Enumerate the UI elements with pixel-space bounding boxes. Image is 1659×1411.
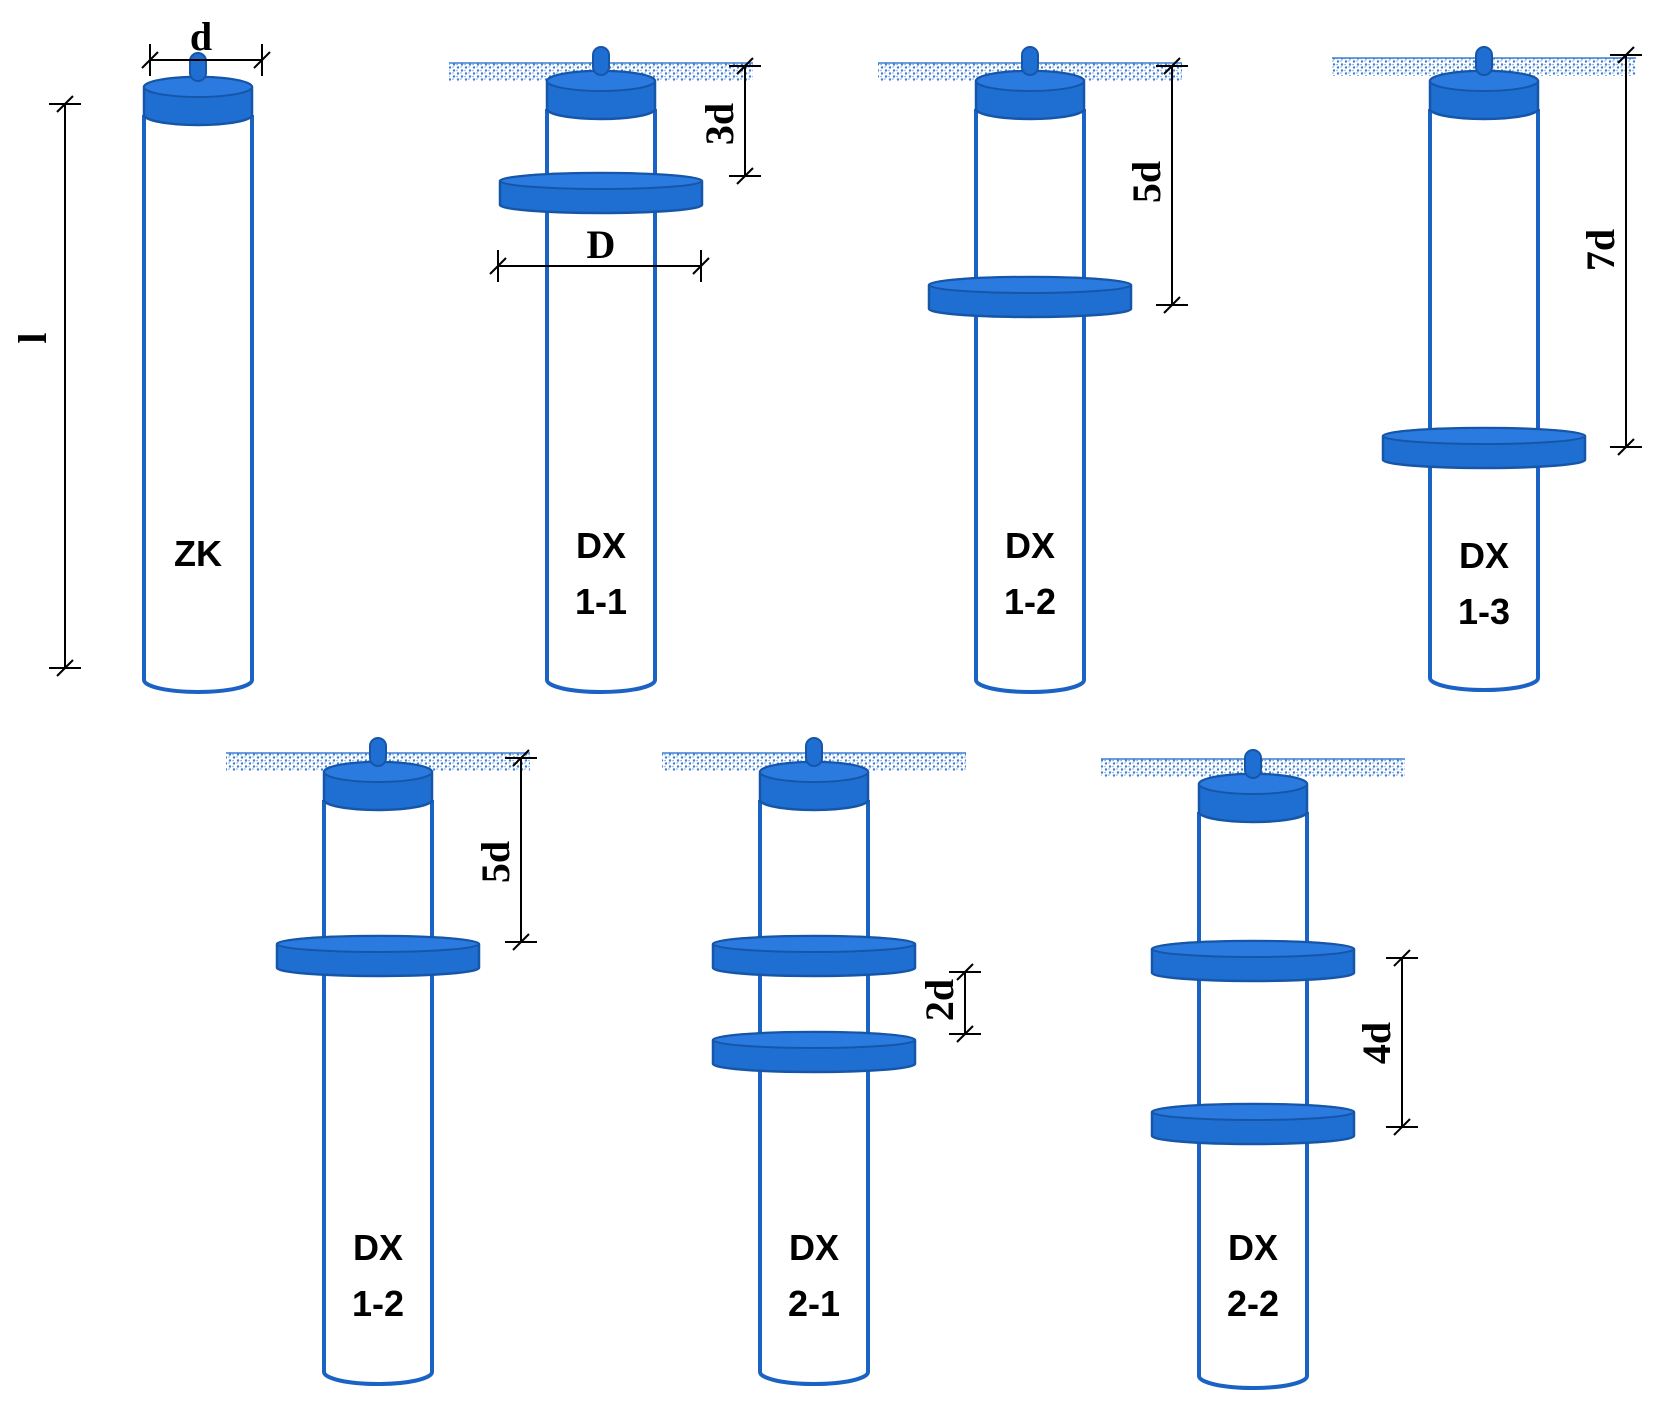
pile-dx-1-3: DX 1-3 7d <box>1332 46 1642 692</box>
dimension-label: 3d <box>697 103 742 145</box>
pile-zk: ZK <box>142 52 254 694</box>
diameter-dimension-tick <box>141 51 159 69</box>
bearing-plate-top <box>1151 940 1355 958</box>
pile-label: DX 2-1 <box>788 1227 840 1324</box>
bearing-plate-top <box>1151 1103 1355 1121</box>
pile-label-line: 1-2 <box>352 1283 404 1324</box>
bearing-plate-top <box>499 172 703 190</box>
plate-diameter-tick <box>489 257 507 275</box>
bearing-plate-top <box>928 276 1132 294</box>
pile-label-line: DX <box>576 525 626 566</box>
pile-shaft <box>974 109 1086 694</box>
dimension-tick <box>1163 57 1181 75</box>
pile-dx-2-2: DX 2-2 4d <box>1101 749 1418 1390</box>
bearing-plate-top <box>1382 427 1586 445</box>
bearing-plate-top <box>712 1031 916 1049</box>
length-dimension-tick <box>56 95 74 113</box>
pile-label: DX 1-2 <box>1004 525 1056 622</box>
pile-head-stub <box>592 46 610 76</box>
dimension-tick <box>736 57 754 75</box>
pile-dx-1-2-bottom: DX 1-2 5d <box>226 737 537 1386</box>
length-dimension-tick <box>56 659 74 677</box>
pile-label-line: 2-2 <box>1227 1283 1279 1324</box>
diameter-label: d <box>190 14 212 59</box>
pile-label-line: 1-1 <box>575 581 627 622</box>
dimension-tick <box>956 1025 974 1043</box>
dimension-tick <box>1617 438 1635 456</box>
pile-label: DX 2-2 <box>1227 1227 1279 1324</box>
pile-dx-1-2-top: DX 1-2 5d <box>878 46 1188 694</box>
pile-head-stub <box>1021 46 1039 76</box>
pile-shaft <box>1428 109 1540 692</box>
pile-head-stub <box>1475 46 1493 76</box>
pile-head-stub <box>805 737 823 767</box>
length-label: l <box>10 332 55 343</box>
pile-label-line: 2-1 <box>788 1283 840 1324</box>
plate-diameter-label: D <box>587 222 616 267</box>
pile-label: ZK <box>174 533 222 574</box>
dimension-tick <box>1617 46 1635 64</box>
dimension-label: 4d <box>1354 1022 1399 1064</box>
dimension-label: 2d <box>917 979 962 1021</box>
zk-dimensions: ld <box>10 14 271 677</box>
pile-head-stub <box>369 737 387 767</box>
dimension-tick <box>1393 1118 1411 1136</box>
pile-head-stub <box>1244 749 1262 779</box>
plate-diameter-tick <box>692 257 710 275</box>
plate-diameter-dimension: D <box>489 222 710 282</box>
dimension-tick <box>956 963 974 981</box>
pile-label: DX 1-3 <box>1458 535 1510 632</box>
bearing-plate-top <box>712 935 916 953</box>
pile-label-line: DX <box>789 1227 839 1268</box>
pile-label: DX 1-2 <box>352 1227 404 1324</box>
pile-shaft <box>142 115 254 694</box>
pile-label-line: DX <box>1228 1227 1278 1268</box>
dimension-label: 5d <box>1124 161 1169 203</box>
pile-label-line: DX <box>1005 525 1055 566</box>
dimension-tick <box>512 933 530 951</box>
pile-dx-1-1: DX 1-1 3d <box>449 46 761 694</box>
pile-label-line: DX <box>1459 535 1509 576</box>
pile-label-line: 1-3 <box>1458 591 1510 632</box>
dimension-label: 7d <box>1578 229 1623 271</box>
bearing-plate-top <box>276 935 480 953</box>
dimension-tick <box>1393 949 1411 967</box>
pile-label-line: 1-2 <box>1004 581 1056 622</box>
pile-shaft <box>545 109 657 694</box>
pile-label-line: DX <box>353 1227 403 1268</box>
pile-dx-2-1: DX 2-1 2d <box>662 737 981 1386</box>
dimension-tick <box>1163 296 1181 314</box>
pile-label: DX 1-1 <box>575 525 627 622</box>
dimension-label: 5d <box>473 841 518 883</box>
pile-label-line: ZK <box>174 533 222 574</box>
dimension-tick <box>736 167 754 185</box>
diameter-dimension-tick <box>253 51 271 69</box>
dimension-tick <box>512 749 530 767</box>
